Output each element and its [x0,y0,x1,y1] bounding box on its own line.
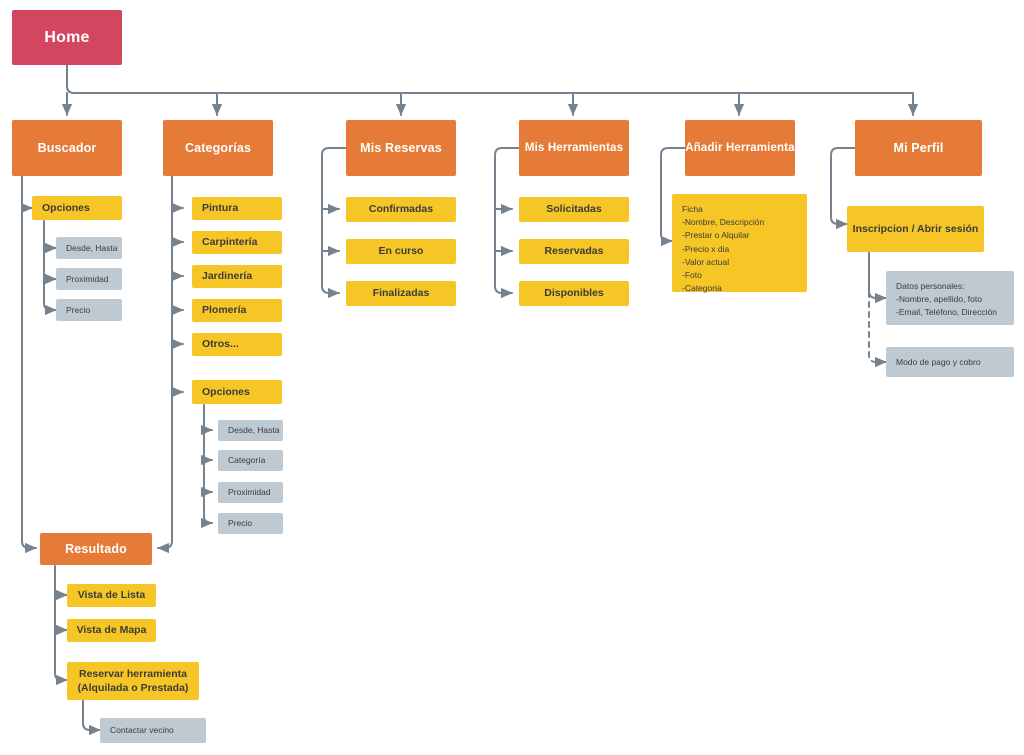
node-modo-pago-cobro-label: Modo de pago y cobro [896,356,981,367]
node-reservas-finalizadas-label: Finalizadas [372,287,430,300]
node-mi-perfil-label: Mi Perfil [893,141,944,155]
node-mis-herramientas[interactable]: Mis Herramientas [519,120,629,176]
node-categoria-pintura-label: Pintura [202,202,239,215]
node-inscripcion-abrir-sesion[interactable]: Inscripcion / Abrir sesión [847,206,984,252]
node-categorias-desde-hasta-label: Desde, Hasta [228,425,280,436]
node-home-label: Home [44,28,90,46]
node-mis-reservas[interactable]: Mis Reservas [346,120,456,176]
node-buscador-precio-label: Precio [66,304,91,315]
node-reservar-herramienta[interactable]: Reservar herramienta (Alquilada o Presta… [67,662,199,700]
node-buscador-label: Buscador [37,141,97,155]
node-contactar-vecino-label: Contactar vecino [110,725,174,736]
node-anadir-herramienta[interactable]: Añadir Herramienta [685,120,795,176]
node-categoria-plomeria[interactable]: Plomería [192,299,282,322]
node-categorias-proximidad-label: Proximidad [228,487,271,498]
node-contactar-vecino[interactable]: Contactar vecino [100,718,206,743]
node-categoria-otros-label: Otros... [202,338,239,351]
node-categorias-label: Categorías [184,141,252,155]
node-buscador-proximidad-label: Proximidad [66,273,109,284]
node-categorias[interactable]: Categorías [163,120,273,176]
node-vista-de-mapa[interactable]: Vista de Mapa [67,619,156,642]
node-reservar-herramienta-label: Reservar herramienta (Alquilada o Presta… [77,667,189,694]
node-categorias-precio[interactable]: Precio [218,513,283,534]
node-categorias-opciones[interactable]: Opciones [192,380,282,404]
node-buscador-opciones-label: Opciones [42,201,90,214]
node-buscador[interactable]: Buscador [12,120,122,176]
node-categoria-plomeria-label: Plomería [202,304,247,317]
node-categoria-otros[interactable]: Otros... [192,333,282,356]
node-reservas-confirmadas[interactable]: Confirmadas [346,197,456,222]
node-inscripcion-abrir-sesion-label: Inscripcion / Abrir sesión [852,222,979,235]
node-categoria-carpinteria[interactable]: Carpintería [192,231,282,254]
node-buscador-precio[interactable]: Precio [56,299,122,321]
node-vista-de-mapa-label: Vista de Mapa [76,624,147,637]
node-categorias-precio-label: Precio [228,518,253,529]
node-home[interactable]: Home [12,10,122,65]
node-resultado[interactable]: Resultado [40,533,152,565]
node-categoria-jardineria[interactable]: Jardinería [192,265,282,288]
node-categorias-categoria-label: Categoría [228,455,266,466]
node-reservas-en-curso[interactable]: En curso [346,239,456,264]
node-herramientas-reservadas[interactable]: Reservadas [519,239,629,264]
node-vista-de-lista[interactable]: Vista de Lista [67,584,156,607]
node-mis-reservas-label: Mis Reservas [360,141,442,155]
node-buscador-proximidad[interactable]: Proximidad [56,268,122,290]
node-reservas-en-curso-label: En curso [378,245,424,258]
node-categorias-desde-hasta[interactable]: Desde, Hasta [218,420,283,441]
node-herramientas-solicitadas-label: Solicitadas [546,203,602,216]
node-categorias-categoria[interactable]: Categoría [218,450,283,471]
node-herramientas-disponibles-label: Disponibles [544,287,604,300]
node-anadir-herramienta-label: Añadir Herramienta [685,142,795,154]
node-mis-herramientas-label: Mis Herramientas [524,142,624,154]
node-reservas-confirmadas-label: Confirmadas [368,203,434,216]
node-herramientas-disponibles[interactable]: Disponibles [519,281,629,306]
node-categoria-pintura[interactable]: Pintura [192,197,282,220]
node-herramientas-reservadas-label: Reservadas [544,245,604,258]
node-categorias-proximidad[interactable]: Proximidad [218,482,283,503]
node-reservas-finalizadas[interactable]: Finalizadas [346,281,456,306]
node-categoria-carpinteria-label: Carpintería [202,236,258,249]
node-resultado-label: Resultado [65,542,127,556]
node-anadir-ficha[interactable]: Ficha -Nombre, Descripción -Prestar o Al… [672,194,807,294]
node-buscador-opciones[interactable]: Opciones [32,196,122,220]
node-categoria-jardineria-label: Jardinería [202,270,253,283]
node-vista-de-lista-label: Vista de Lista [77,589,146,602]
node-modo-pago-cobro[interactable]: Modo de pago y cobro [886,347,1014,377]
node-categorias-opciones-label: Opciones [202,385,250,398]
node-herramientas-solicitadas[interactable]: Solicitadas [519,197,629,222]
node-mi-perfil[interactable]: Mi Perfil [855,120,982,176]
node-buscador-desde-hasta[interactable]: Desde, Hasta [56,237,122,259]
node-datos-personales[interactable]: Datos personales: -Nombre, apellido, fot… [886,271,1014,325]
node-anadir-ficha-text: Ficha -Nombre, Descripción -Prestar o Al… [682,204,765,294]
node-buscador-desde-hasta-label: Desde, Hasta [66,242,118,253]
node-datos-personales-text: Datos personales: -Nombre, apellido, fot… [896,281,997,317]
